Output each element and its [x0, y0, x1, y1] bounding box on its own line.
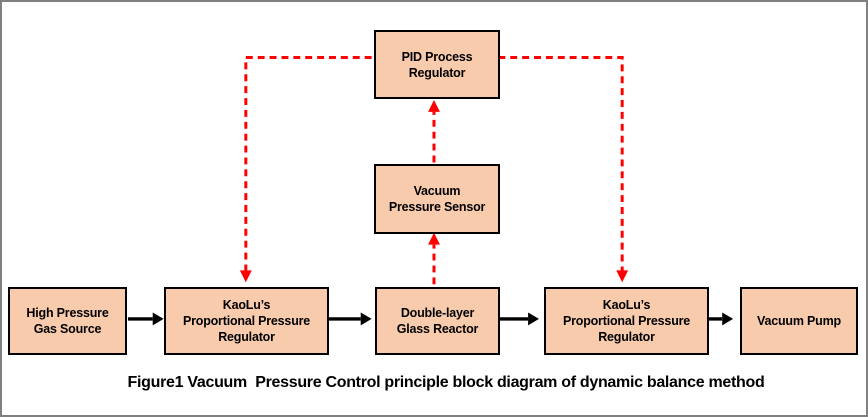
node-right-proportional-pressure-regulator-label: KaoLu’s Proportional Pressure Regulator	[562, 298, 691, 344]
node-right-proportional-pressure-regulator: KaoLu’s Proportional Pressure Regulator	[544, 287, 709, 355]
flow-arrow-left-regulator-to-reactor	[328, 312, 372, 326]
node-vacuum-pressure-sensor: Vacuum Pressure Sensor	[374, 164, 500, 234]
figure-caption: Figure1 Vacuum Pressure Control principl…	[127, 374, 765, 391]
node-left-proportional-pressure-regulator-label: KaoLu’s Proportional Pressure Regulator	[182, 298, 311, 344]
signal-arrow-sensor-to-pid	[428, 100, 440, 163]
signal-arrow-pid-to-left-regulator	[239, 55, 372, 283]
node-left-proportional-pressure-regulator: KaoLu’s Proportional Pressure Regulator	[164, 287, 329, 355]
signal-arrow-pid-to-right-regulator	[498, 55, 629, 283]
node-high-pressure-gas-source: High Pressure Gas Source	[8, 287, 127, 355]
signal-arrow-reactor-to-sensor	[428, 232, 440, 285]
flow-arrow-gas-to-left-regulator	[127, 312, 164, 326]
node-vacuum-pump: Vacuum Pump	[740, 287, 858, 355]
flow-arrow-reactor-to-right-regulator	[497, 312, 539, 326]
node-double-layer-glass-reactor-label: Double-layer Glass Reactor	[396, 306, 479, 336]
node-pid-process-regulator-label: PID Process Regulator	[401, 49, 473, 80]
node-vacuum-pump-label: Vacuum Pump	[757, 314, 841, 328]
node-vacuum-pressure-sensor-label: Vacuum Pressure Sensor	[388, 184, 486, 214]
node-double-layer-glass-reactor: Double-layer Glass Reactor	[375, 287, 500, 355]
node-high-pressure-gas-source-label: High Pressure Gas Source	[26, 306, 109, 336]
node-pid-process-regulator: PID Process Regulator	[374, 30, 500, 99]
